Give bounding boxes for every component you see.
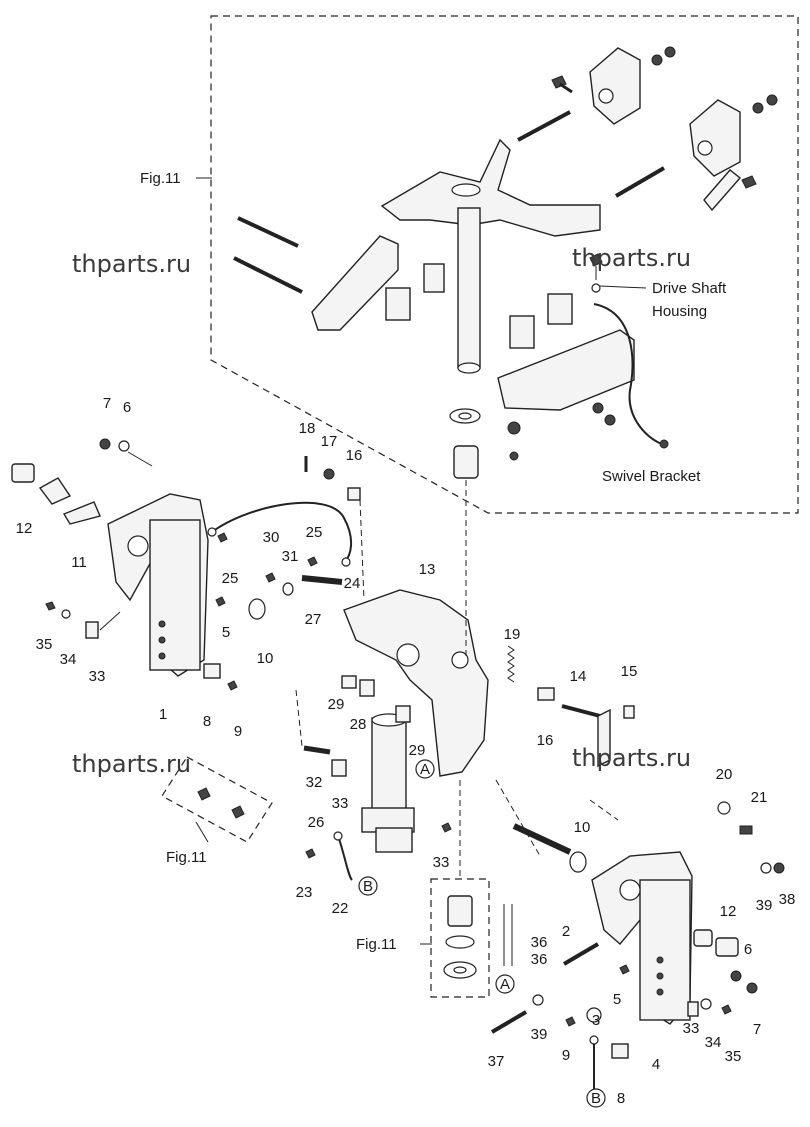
part-label-12b: 12 <box>720 903 737 920</box>
part-label-7: 7 <box>103 395 111 412</box>
part-label-30: 30 <box>263 529 280 546</box>
part-label-6b: 6 <box>744 941 752 958</box>
circle-a2-text: A <box>500 976 510 993</box>
part-label-37: 37 <box>488 1053 505 1070</box>
left-clamp-bracket <box>11 438 266 691</box>
part-label-7b: 7 <box>753 1021 761 1038</box>
clamp-right <box>497 329 635 411</box>
part-label-29: 29 <box>328 696 345 713</box>
watermark-4: thparts.ru <box>572 744 691 772</box>
swivel-bracket-assembly <box>207 456 635 881</box>
part-label-22: 22 <box>332 900 349 917</box>
ref-circle-b1 <box>358 876 378 896</box>
clamp-left <box>311 235 399 331</box>
part-label-6: 6 <box>123 399 131 416</box>
fig11-label-left: Fig.11 <box>166 849 207 866</box>
part-label-2: 2 <box>562 923 570 940</box>
part-label-16: 16 <box>346 447 363 464</box>
part-label-24: 24 <box>344 575 361 592</box>
part-label-8: 8 <box>203 713 211 730</box>
part-label-31: 31 <box>282 548 299 565</box>
part-label-21: 21 <box>751 789 768 806</box>
part-label-4: 4 <box>652 1056 660 1073</box>
fig11-box-top <box>210 15 799 514</box>
part-label-34b: 34 <box>705 1034 722 1051</box>
ref-circle-a1 <box>415 759 435 779</box>
leader-lines <box>99 177 619 945</box>
part-label-19: 19 <box>504 626 521 643</box>
fig11-label-bottom: Fig.11 <box>356 936 397 953</box>
part-label-10: 10 <box>257 650 274 667</box>
part-label-12: 12 <box>16 520 33 537</box>
part-label-1: 1 <box>159 706 167 723</box>
bushing-top <box>453 445 479 479</box>
drive-shaft-label-1: Drive Shaft <box>652 280 727 297</box>
part-label-17: 17 <box>321 433 338 450</box>
fig11-label-top: Fig.11 <box>140 170 181 187</box>
part-label-39: 39 <box>756 897 773 914</box>
part-label-32: 32 <box>306 774 323 791</box>
part-label-18: 18 <box>299 420 316 437</box>
rubber-pad-1 <box>423 263 445 293</box>
part-label-33: 33 <box>89 668 106 685</box>
part-label-20: 20 <box>716 766 733 783</box>
part-label-25: 25 <box>222 570 239 587</box>
part-label-14: 14 <box>570 668 587 685</box>
watermark-2: thparts.ru <box>572 244 691 272</box>
part-label-8b: 8 <box>617 1090 625 1107</box>
watermark-1: thparts.ru <box>72 250 191 278</box>
part-label-39b: 39 <box>531 1026 548 1043</box>
part-label-33d: 33 <box>683 1020 700 1037</box>
part-label-35: 35 <box>36 636 53 653</box>
part-label-5b: 5 <box>613 991 621 1008</box>
part-label-25b: 25 <box>306 524 323 541</box>
mount-block-2 <box>689 99 741 177</box>
fig11-box-bottom <box>430 878 490 998</box>
part-label-36b: 36 <box>531 951 548 968</box>
fig11-box-left <box>161 756 273 843</box>
part-label-27: 27 <box>305 611 322 628</box>
part-label-35b: 35 <box>725 1048 742 1065</box>
watermark-3: thparts.ru <box>72 750 191 778</box>
mount-block-1 <box>589 47 641 125</box>
circle-b1-text: B <box>363 878 373 895</box>
drive-shaft-label-2: Housing <box>652 303 707 320</box>
steering-arm <box>380 138 601 237</box>
part-label-26: 26 <box>308 814 325 831</box>
part-label-16b: 16 <box>537 732 554 749</box>
top-assembly <box>233 46 778 479</box>
part-label-15: 15 <box>621 663 638 680</box>
ref-circle-b2 <box>586 1088 606 1108</box>
steering-shaft <box>457 207 481 369</box>
part-label-34: 34 <box>60 651 77 668</box>
part-label-9b: 9 <box>562 1047 570 1064</box>
part-label-33b: 33 <box>332 795 349 812</box>
part-label-9: 9 <box>234 723 242 740</box>
swivel-bracket-label: Swivel Bracket <box>602 468 701 485</box>
part-label-13: 13 <box>419 561 436 578</box>
part-label-28: 28 <box>350 716 367 733</box>
circle-b2-text: B <box>591 1090 601 1107</box>
part-labels: 7 6 12 11 35 34 33 1 8 9 5 10 25 18 17 1… <box>16 395 796 1107</box>
circle-a1-text: A <box>420 761 430 778</box>
part-label-33c: 33 <box>433 854 450 871</box>
right-clamp-bracket <box>490 801 785 1090</box>
part-label-29b: 29 <box>409 742 426 759</box>
part-label-10b: 10 <box>574 819 591 836</box>
part-label-3: 3 <box>592 1012 600 1029</box>
part-label-23: 23 <box>296 884 313 901</box>
part-label-11: 11 <box>71 554 87 571</box>
part-label-36a: 36 <box>531 934 548 951</box>
part-label-38: 38 <box>779 891 796 908</box>
part-label-5: 5 <box>222 624 230 641</box>
ref-circle-a2 <box>495 974 515 994</box>
